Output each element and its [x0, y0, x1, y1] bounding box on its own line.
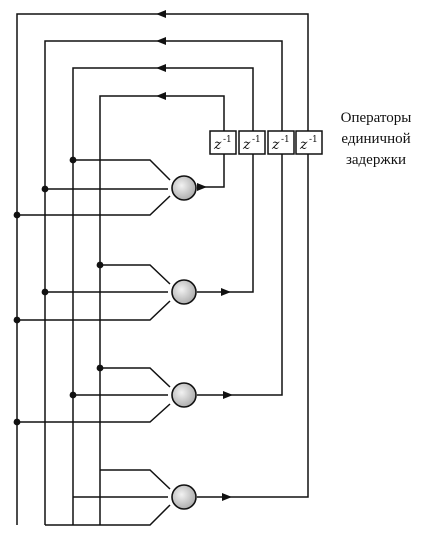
delay-operator-4: z -1 — [295, 130, 323, 155]
feedback-loop-2 — [72, 64, 254, 525]
delay-symbol: z — [242, 137, 251, 153]
feedback-loop-3 — [44, 37, 283, 525]
delay-symbol: z — [299, 137, 308, 153]
delay-operators: z -1 z -1 z -1 z -1 — [209, 130, 323, 155]
arrow-left-icon — [156, 10, 166, 18]
neuron-1 — [171, 175, 197, 201]
neuron-output-wires — [197, 154, 309, 501]
delay-symbol: z — [213, 137, 222, 153]
neuron-3 — [171, 382, 197, 408]
feedback-loop-1 — [99, 92, 225, 525]
caption-line-3: задержки — [345, 152, 407, 168]
arrow-right-icon — [222, 493, 232, 501]
delay-operator-2: z -1 — [238, 130, 266, 155]
caption-line-1: Операторы — [340, 110, 412, 126]
arrow-right-icon — [223, 391, 233, 399]
arrow-right-icon — [221, 288, 231, 296]
delay-operator-3: z -1 — [267, 130, 295, 155]
arrow-left-icon — [156, 92, 166, 100]
neuron-4 — [171, 484, 197, 510]
delay-symbol: z — [271, 137, 280, 153]
delay-operator-1: z -1 — [209, 130, 237, 155]
delay-exponent: -1 — [223, 135, 232, 145]
caption-line-2: единичной — [341, 131, 411, 147]
delay-exponent: -1 — [281, 135, 290, 145]
feedback-loop-4 — [16, 10, 309, 525]
neuron-2 — [171, 279, 197, 305]
delay-exponent: -1 — [252, 135, 261, 145]
arrow-left-icon — [156, 37, 166, 45]
neuron-inputs — [17, 159, 171, 526]
arrow-right-icon — [197, 183, 207, 191]
delay-operators-caption: Операторы единичной задержки — [326, 108, 426, 171]
arrow-left-icon — [156, 64, 166, 72]
neurons — [171, 175, 197, 510]
delay-exponent: -1 — [309, 135, 318, 145]
junctions — [13, 156, 104, 426]
